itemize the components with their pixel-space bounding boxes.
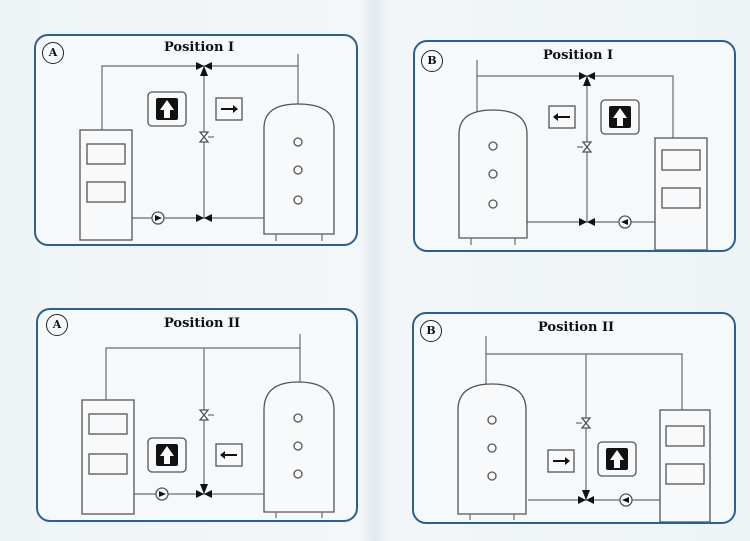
three-way-valve-icon (579, 72, 595, 86)
three-way-valve-icon (196, 62, 212, 76)
storage-tank (458, 109, 528, 245)
hydraulic-diagram (458, 60, 708, 250)
panel-badge: A (42, 42, 64, 64)
panel-badge: A (46, 314, 68, 336)
pump-icon (155, 487, 169, 501)
panel-b-position-2: B Position II (412, 312, 736, 524)
boiler (81, 399, 135, 515)
panel-badge: B (420, 320, 442, 342)
panel-a-position-1: A Position I (34, 34, 358, 246)
three-way-valve-icon (578, 490, 594, 504)
direction-arrow-icon (215, 97, 243, 121)
shutoff-valve-icon (577, 141, 593, 153)
panel-badge: B (421, 50, 443, 72)
boiler (659, 409, 711, 522)
boiler (79, 129, 133, 241)
shutoff-valve-icon (198, 131, 214, 143)
actuator-icon (147, 437, 187, 473)
three-way-valve-icon (196, 484, 212, 498)
hydraulic-diagram (79, 54, 335, 241)
storage-tank (457, 383, 527, 520)
panel-b-position-1: B Position I (413, 40, 736, 252)
storage-tank (263, 381, 335, 518)
direction-arrow-icon (215, 443, 243, 467)
actuator-icon (600, 99, 640, 135)
shutoff-valve-icon (198, 409, 214, 421)
pump-icon (618, 215, 632, 229)
panel-title: Position II (164, 316, 241, 331)
shutoff-valve-icon (576, 417, 592, 429)
hydraulic-diagram (81, 334, 335, 518)
three-way-valve-icon (196, 214, 212, 222)
panel-a-position-2: A Position II (36, 308, 358, 522)
boiler (654, 137, 708, 250)
direction-arrow-icon (547, 449, 575, 473)
direction-arrow-icon (548, 105, 576, 129)
pump-icon (619, 493, 633, 507)
three-way-valve-icon (579, 218, 595, 226)
hydraulic-diagram (457, 336, 711, 522)
actuator-icon (597, 441, 637, 477)
storage-tank (263, 103, 335, 241)
panel-title: Position I (164, 40, 235, 55)
panel-title: Position I (543, 48, 614, 63)
panel-title: Position II (538, 320, 615, 335)
actuator-icon (147, 91, 187, 127)
pump-icon (151, 211, 165, 225)
